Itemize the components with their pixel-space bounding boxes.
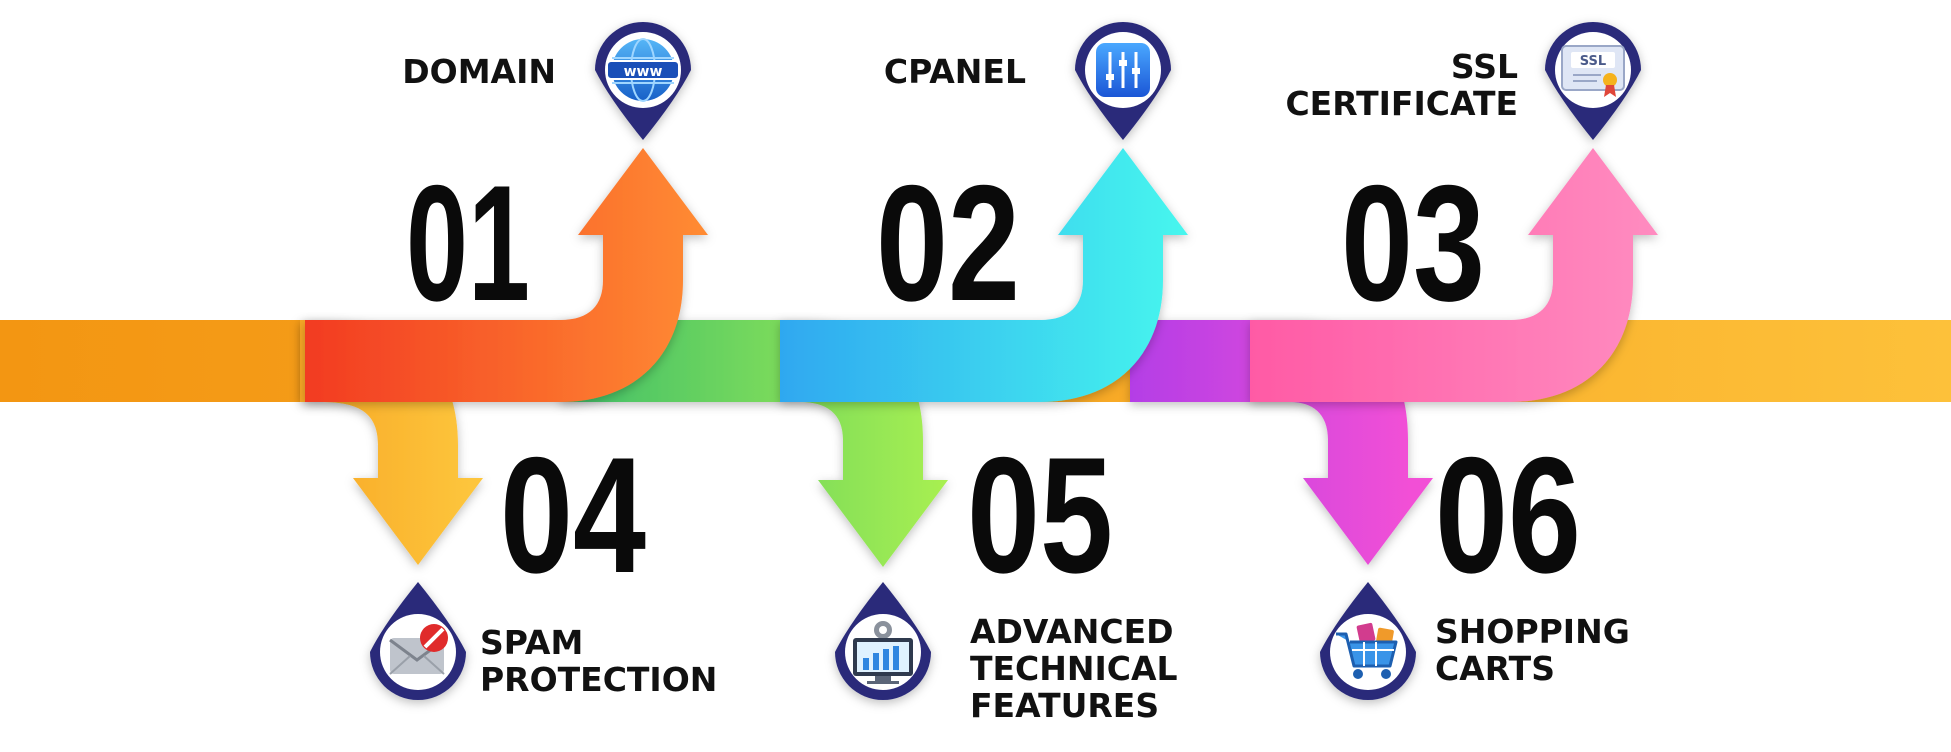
svg-text:www: www <box>624 64 663 80</box>
pin-04 <box>370 582 466 700</box>
step-number-06: 06 <box>1435 423 1581 607</box>
step-number-04: 04 <box>500 423 646 607</box>
step-label-03-line1: SSL <box>1451 47 1518 86</box>
arrow-01 <box>305 148 708 402</box>
step-number-01: 01 <box>406 151 530 335</box>
step-label-02: CPANEL <box>884 52 1026 91</box>
step-label-05-line3: FEATURES <box>970 686 1159 725</box>
step-label-06-line1: SHOPPING <box>1435 612 1630 651</box>
step-number-03: 03 <box>1341 151 1485 335</box>
pin-01: www <box>595 22 691 140</box>
www-globe-icon: www <box>606 38 680 102</box>
step-label-06-line2: CARTS <box>1435 649 1555 688</box>
shopping-cart-icon <box>1336 622 1398 679</box>
arrow-02 <box>780 148 1188 402</box>
step-label-03-line2: CERTIFICATE <box>1285 84 1518 123</box>
control-sliders-icon <box>1096 43 1150 97</box>
step-label-04-line1: SPAM <box>480 623 583 662</box>
step-label-05-line1: ADVANCED <box>970 612 1174 651</box>
analytics-monitor-icon <box>853 621 913 684</box>
pin-05 <box>835 582 931 700</box>
pin-03: SSL <box>1545 22 1641 140</box>
ssl-certificate-icon: SSL <box>1561 45 1625 97</box>
arrow-03 <box>1250 148 1658 402</box>
pin-02 <box>1075 22 1171 140</box>
step-number-02: 02 <box>876 151 1020 335</box>
spam-mail-icon <box>389 624 448 675</box>
step-label-01: DOMAIN <box>402 52 556 91</box>
svg-text:SSL: SSL <box>1580 54 1606 69</box>
step-label-05-line2: TECHNICAL <box>970 649 1178 688</box>
step-number-05: 05 <box>967 423 1113 607</box>
step-label-04-line2: PROTECTION <box>480 660 717 699</box>
pin-06 <box>1320 582 1416 700</box>
